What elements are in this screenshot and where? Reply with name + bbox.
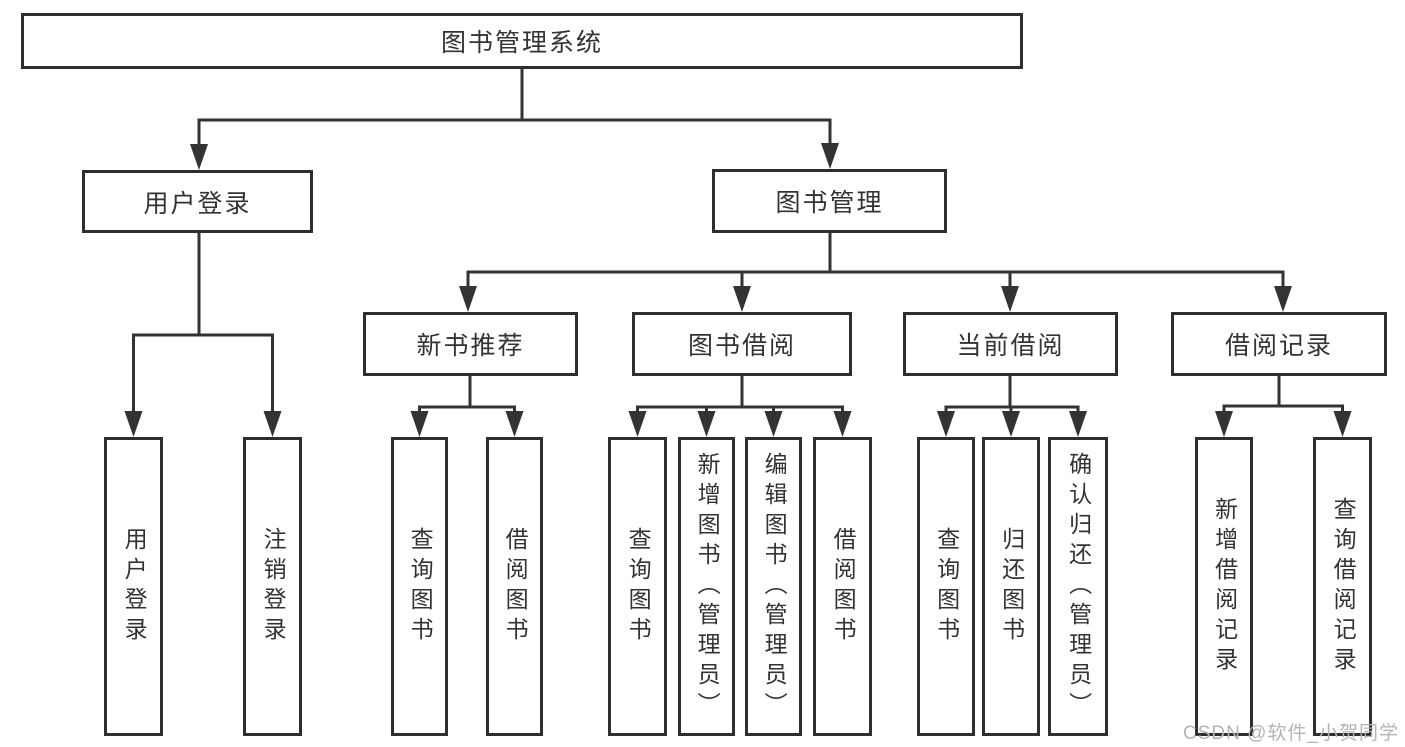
connector-curborrow-to-leaves	[944, 374, 1080, 417]
leaf-add-borrow-record-label: 新增借阅记录	[1211, 496, 1238, 677]
leaf-edit-book-admin-label: 编辑图书（管理员）	[761, 451, 788, 722]
leaf-query-book-3: 查询图书	[917, 437, 975, 736]
leaf-return-book-label: 归还图书	[998, 526, 1025, 647]
node-book-management: 图书管理	[712, 169, 947, 233]
connector-root-to-level2	[197, 67, 832, 150]
leaf-confirm-return-admin: 确认归还（管理员）	[1048, 437, 1108, 736]
node-borrow-records: 借阅记录	[1171, 312, 1387, 376]
leaf-user-login: 用户登录	[104, 437, 163, 736]
arrow-down-icon	[263, 411, 282, 437]
node-book-management-label: 图书管理	[775, 189, 884, 217]
arrow-down-icon	[628, 411, 647, 437]
arrow-down-icon	[1069, 411, 1087, 437]
arrow-down-icon	[190, 144, 208, 170]
node-borrow-records-label: 借阅记录	[1224, 332, 1333, 360]
leaf-borrow-book-1-label: 借阅图书	[502, 526, 529, 647]
arrow-down-icon	[821, 143, 839, 169]
arrow-down-icon	[1002, 411, 1020, 437]
node-current-borrow-label: 当前借阅	[956, 332, 1065, 360]
connector-borrowrec-to-leaves	[1222, 374, 1344, 417]
arrow-down-icon	[1333, 411, 1352, 437]
arrow-down-icon	[937, 411, 955, 437]
arrow-down-icon	[833, 411, 852, 437]
arrow-down-icon	[1215, 411, 1233, 437]
node-book-borrow-label: 图书借阅	[687, 332, 796, 360]
leaf-edit-book-admin: 编辑图书（管理员）	[745, 437, 802, 736]
arrow-down-icon	[1001, 286, 1019, 312]
connector-newbook-to-leaves	[418, 374, 516, 417]
arrow-down-icon	[124, 411, 143, 437]
arrow-down-icon	[764, 411, 783, 437]
node-user-login-label: 用户登录	[143, 189, 252, 218]
leaf-borrow-book-2: 借阅图书	[813, 437, 872, 736]
node-new-book-recommend: 新书推荐	[363, 312, 578, 376]
leaf-add-borrow-record: 新增借阅记录	[1195, 437, 1253, 736]
arrow-down-icon	[733, 286, 751, 312]
leaf-borrow-book-1: 借阅图书	[486, 437, 543, 736]
node-root: 图书管理系统	[21, 13, 1023, 69]
arrow-down-icon	[410, 411, 429, 437]
connector-userlogin-to-leaves	[132, 231, 274, 417]
leaf-query-book-1-label: 查询图书	[407, 526, 434, 647]
connector-bookborrow-to-leaves	[636, 374, 844, 417]
leaf-borrow-book-2-label: 借阅图书	[830, 526, 857, 647]
arrow-down-icon	[505, 411, 524, 437]
node-root-label: 图书管理系统	[440, 29, 603, 57]
leaf-return-book: 归还图书	[982, 437, 1040, 736]
arrow-down-icon	[1274, 286, 1292, 312]
leaf-query-borrow-record-label: 查询借阅记录	[1330, 496, 1357, 677]
leaf-user-login-label: 用户登录	[121, 526, 148, 647]
leaf-query-borrow-record: 查询借阅记录	[1313, 437, 1372, 736]
leaf-add-book-admin: 新增图书（管理员）	[678, 437, 735, 736]
leaf-query-book-1: 查询图书	[391, 437, 448, 736]
node-new-book-recommend-label: 新书推荐	[416, 332, 525, 360]
node-book-borrow: 图书借阅	[632, 312, 852, 376]
leaf-logout-label: 注销登录	[260, 526, 287, 647]
leaf-query-book-3-label: 查询图书	[933, 526, 960, 647]
leaf-confirm-return-admin-label: 确认归还（管理员）	[1065, 451, 1092, 722]
leaf-logout: 注销登录	[243, 437, 302, 736]
leaf-query-book-2-label: 查询图书	[625, 526, 652, 647]
arrow-down-icon	[697, 411, 716, 437]
arrow-down-icon	[459, 286, 477, 312]
watermark: CSDN @软件_小贺同学	[1183, 723, 1399, 744]
connector-bookmgmt-to-level3	[466, 231, 1285, 292]
node-current-borrow: 当前借阅	[903, 312, 1118, 376]
leaf-query-book-2: 查询图书	[608, 437, 667, 736]
node-user-login: 用户登录	[82, 170, 313, 233]
leaf-add-book-admin-label: 新增图书（管理员）	[694, 451, 721, 722]
arrowheads	[124, 143, 1352, 437]
